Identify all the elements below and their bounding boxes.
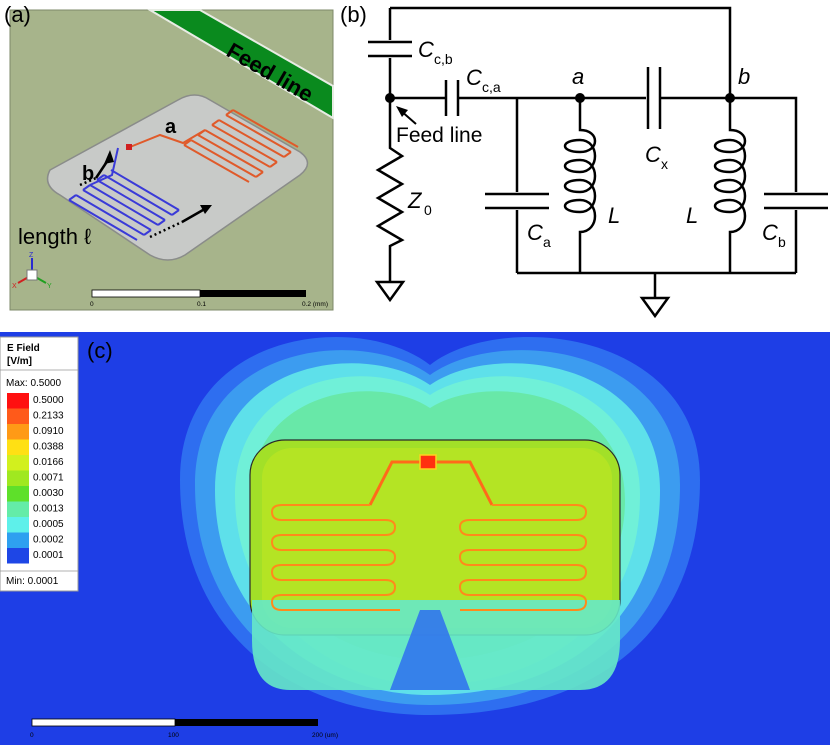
svg-text:a: a — [543, 234, 551, 250]
panel-a-label: (a) — [4, 2, 31, 27]
field-contours — [180, 337, 700, 715]
panel-b-circuit — [368, 6, 828, 319]
legend-value: 0.0166 — [33, 457, 64, 468]
length-arrow-a — [149, 205, 212, 239]
legend-unit: [V/m] — [7, 356, 32, 367]
legend-swatches: 0.5000 0.2133 0.0910 0.0388 0.0166 0.0071 0.00… — [7, 393, 64, 564]
legend-swatch — [7, 439, 29, 455]
label-cb: C b — [762, 220, 786, 250]
svg-text:0: 0 — [90, 301, 94, 308]
svg-text:Z: Z — [29, 252, 34, 259]
legend-value: 0.0030 — [33, 488, 64, 499]
svg-text:x: x — [661, 156, 668, 172]
legend-value: 0.0002 — [33, 535, 64, 546]
legend-value: 0.0005 — [33, 519, 64, 530]
inductor-la — [563, 98, 597, 273]
label-ccb: C c,b — [418, 37, 453, 67]
feed-line-strip — [146, 9, 334, 120]
svg-text:C: C — [645, 142, 661, 167]
legend-value: 0.0013 — [33, 504, 64, 515]
legend-swatch — [7, 517, 29, 533]
legend-min: Min: 0.0001 — [6, 576, 59, 587]
svg-text:c,a: c,a — [482, 79, 501, 95]
length-label: length ℓ — [18, 224, 92, 249]
coupling-line — [368, 454, 494, 506]
svg-text:Z: Z — [407, 188, 423, 213]
length-arrow-b — [79, 150, 114, 187]
feed-line-node-label: Feed line — [396, 124, 482, 147]
legend-swatch — [7, 408, 29, 424]
axis-triad-icon: Z X Y — [12, 252, 52, 290]
panel-c-label: (c) — [87, 338, 113, 363]
label-cx: C x — [645, 142, 668, 172]
legend-swatch — [7, 486, 29, 502]
svg-text:Y: Y — [47, 283, 52, 290]
node-b-label: b — [738, 64, 750, 89]
node-a-label: a — [572, 64, 584, 89]
svg-text:c,b: c,b — [434, 51, 453, 67]
svg-text:X: X — [12, 283, 17, 290]
legend-swatch — [7, 393, 29, 409]
legend-value: 0.0001 — [33, 550, 64, 561]
svg-text:0: 0 — [424, 202, 432, 218]
svg-text:0.1: 0.1 — [197, 301, 206, 308]
inductor-lb — [713, 98, 747, 273]
resonator-b-label: b — [82, 163, 94, 185]
legend-swatch — [7, 455, 29, 471]
legend-title: E Field — [7, 343, 40, 354]
svg-text:100: 100 — [168, 732, 179, 739]
meander-left — [270, 504, 400, 611]
ground-symbol-left-icon — [374, 280, 406, 303]
label-ca: C a — [527, 220, 551, 250]
panel-a-scale-bar: 0 0.1 0.2 (mm) — [90, 289, 328, 308]
meander-b — [68, 147, 180, 241]
legend-swatch — [7, 548, 29, 564]
field-legend: E Field [V/m] Max: 0.5000 0.50000.21330.… — [0, 336, 79, 592]
meander-right — [458, 504, 588, 611]
legend-max: Max: 0.5000 — [6, 378, 61, 389]
legend-value: 0.0388 — [33, 442, 64, 453]
node-b — [725, 93, 735, 103]
meander-a — [129, 109, 299, 183]
legend-swatch — [7, 501, 29, 517]
panel-c-scale-bar: 0 100 200 (um) — [30, 718, 338, 739]
svg-text:b: b — [778, 234, 786, 250]
svg-text:C: C — [418, 37, 434, 62]
chip-substrate — [46, 94, 309, 261]
legend-value: 0.0910 — [33, 426, 64, 437]
label-lb: L — [686, 203, 698, 228]
svg-text:C: C — [762, 220, 778, 245]
panel-a: Feed line a b length ℓ — [9, 9, 334, 311]
panel-c: 0 100 200 (um) E Field [V/m] Max: 0.5000… — [0, 332, 830, 745]
node-a — [575, 93, 585, 103]
legend-swatch — [7, 532, 29, 548]
ground-symbol-right-icon — [639, 296, 671, 319]
legend-swatch — [7, 470, 29, 486]
label-z0: Z 0 — [407, 188, 432, 218]
coupling-capacitor-mark — [126, 144, 132, 150]
main-wire-3 — [660, 96, 798, 192]
resonator-a-label: a — [165, 116, 177, 138]
feed-node — [385, 93, 395, 103]
top-wire — [390, 6, 732, 98]
svg-text:200 (um): 200 (um) — [312, 732, 338, 739]
resistor-z0 — [375, 98, 405, 282]
legend-value: 0.0071 — [33, 473, 64, 484]
svg-text:0: 0 — [30, 732, 34, 739]
legend-swatch — [7, 424, 29, 440]
label-cca: C c,a — [466, 65, 501, 95]
panel-b-label: (b) — [340, 2, 367, 27]
feed-line-arrow — [396, 106, 417, 125]
svg-text:C: C — [527, 220, 543, 245]
legend-value: 0.5000 — [33, 395, 64, 406]
svg-text:C: C — [466, 65, 482, 90]
svg-text:0.2 (mm): 0.2 (mm) — [302, 301, 328, 308]
legend-value: 0.2133 — [33, 411, 64, 422]
label-la: L — [608, 203, 620, 228]
